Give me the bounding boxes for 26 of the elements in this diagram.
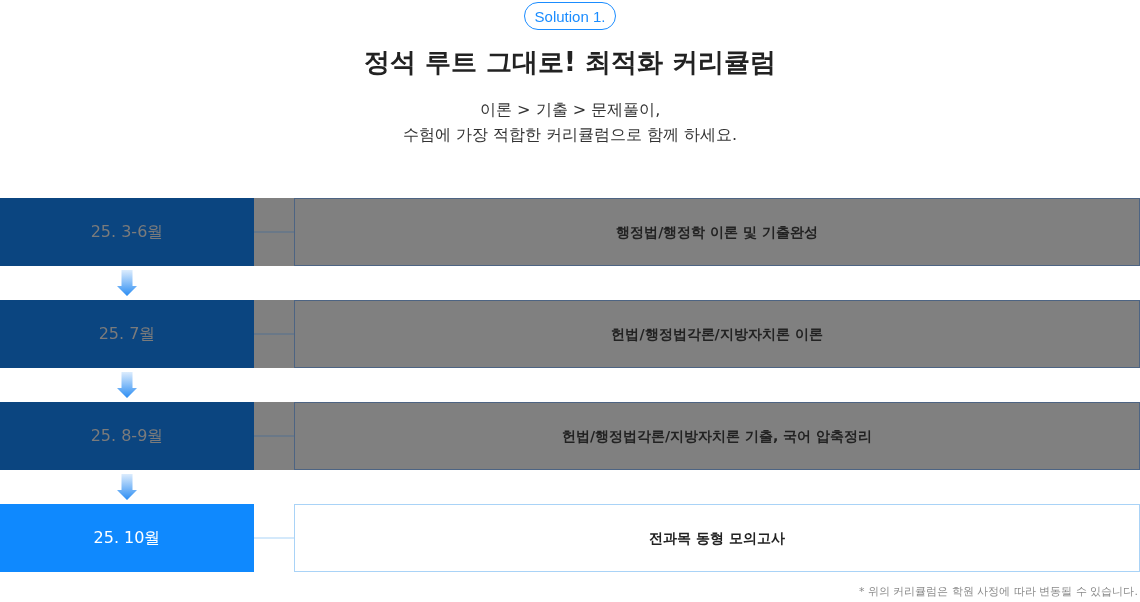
course-label: 헌법/행정법각론/지방자치론 이론 bbox=[611, 325, 823, 343]
course-box bbox=[294, 504, 1140, 572]
period-label: 25. 7월 bbox=[98, 324, 156, 344]
period-label: 25. 8-9월 bbox=[90, 426, 164, 446]
period-box bbox=[0, 300, 254, 368]
period-label: 25. 10월 bbox=[93, 528, 161, 548]
connector-line bbox=[253, 537, 295, 539]
period-box bbox=[0, 402, 254, 470]
badge-label: Solution 1. bbox=[534, 6, 606, 26]
period-box bbox=[0, 198, 254, 266]
course-label: 행정법/행정학 이론 및 기출완성 bbox=[616, 223, 818, 241]
course-box bbox=[294, 300, 1140, 368]
down-arrow bbox=[117, 474, 137, 500]
course-label: 전과목 동형 모의고사 bbox=[649, 529, 785, 547]
course-label: 헌법/행정법각론/지방자치론 기출, 국어 압축정리 bbox=[561, 427, 873, 445]
down-arrow bbox=[117, 270, 137, 296]
down-arrow bbox=[117, 372, 137, 398]
course-box bbox=[294, 198, 1140, 266]
subtitle-text: 수험에 가장 적합한 커리큘럼으로 함께 하세요. bbox=[402, 125, 737, 145]
solution-badge bbox=[524, 2, 616, 30]
course-box bbox=[294, 402, 1140, 470]
period-box bbox=[0, 504, 254, 572]
footnote-text: * 위의 커리큘럼은 학원 사정에 따라 변동될 수 있습니다. bbox=[859, 583, 1138, 599]
title-text: 정석 루트 그대로! 최적화 커리큘럼 bbox=[364, 47, 777, 77]
subtitle-text: 이론 > 기출 > 문제풀이, bbox=[480, 100, 661, 120]
period-label: 25. 3-6월 bbox=[90, 222, 164, 242]
